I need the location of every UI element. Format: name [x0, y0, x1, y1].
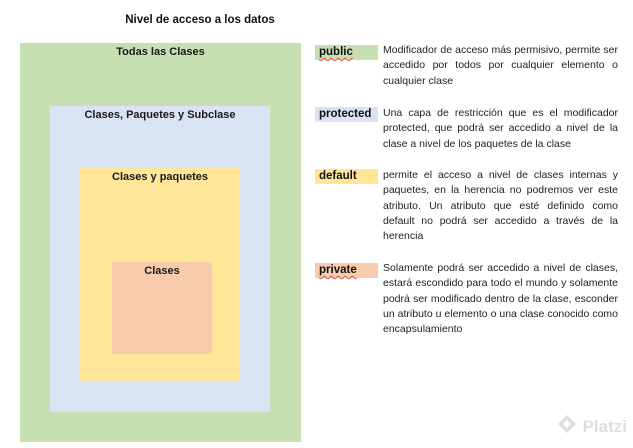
box-classes-packages-subclass-label: Clases, Paquetes y Subclase — [84, 109, 236, 121]
box-all-classes-label: Todas las Clases — [116, 46, 205, 58]
legend-desc-default: permite el acceso a nivel de clases inte… — [383, 169, 618, 243]
legend-tag-private-label: private — [319, 264, 357, 276]
legend-tag-public-label: public — [319, 46, 353, 58]
box-classes-packages-label: Clases y paquetes — [112, 171, 208, 183]
platzi-watermark-text: Platzi — [582, 416, 627, 436]
legend-tag-protected: protected — [315, 107, 378, 122]
box-classes: Clases — [112, 262, 212, 354]
legend-tag-public: public — [315, 45, 378, 60]
legend-tag-protected-label: protected — [319, 108, 372, 120]
legend-tag-default-label: default — [319, 170, 357, 182]
legend-tag-default: default — [315, 169, 378, 184]
legend-desc-public: Modificador de acceso más permisivo, per… — [383, 44, 618, 87]
diagram-title: Nivel de acceso a los datos — [125, 14, 275, 26]
legend-tag-private: private — [315, 263, 378, 278]
legend-desc-protected: Una capa de restricción que es el modifi… — [383, 107, 618, 150]
box-classes-label: Clases — [144, 265, 180, 277]
platzi-watermark: Platzi — [556, 413, 627, 440]
platzi-logo-icon — [556, 413, 578, 440]
legend-desc-private: Solamente podrá ser accedido a nivel de … — [383, 262, 618, 336]
